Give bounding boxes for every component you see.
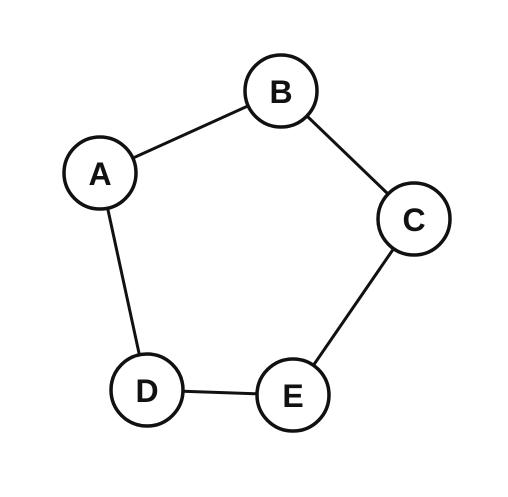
node-e-label: E — [282, 378, 303, 414]
node-d-circle — [109, 352, 185, 428]
node-a: A — [62, 135, 138, 211]
node-c-label: C — [402, 202, 425, 238]
node-b-label: B — [269, 74, 292, 110]
node-e-circle — [255, 357, 331, 433]
node-d: D — [109, 352, 185, 428]
node-c-circle — [376, 181, 452, 257]
node-a-circle — [62, 135, 138, 211]
node-c: C — [376, 181, 452, 257]
node-a-label: A — [88, 156, 111, 192]
node-e: E — [255, 357, 331, 433]
graph-edges — [98, 89, 416, 397]
node-b-circle — [243, 53, 319, 129]
node-b: B — [243, 53, 319, 129]
node-d-label: D — [135, 373, 158, 409]
graph-nodes: A B C D E — [62, 53, 452, 433]
